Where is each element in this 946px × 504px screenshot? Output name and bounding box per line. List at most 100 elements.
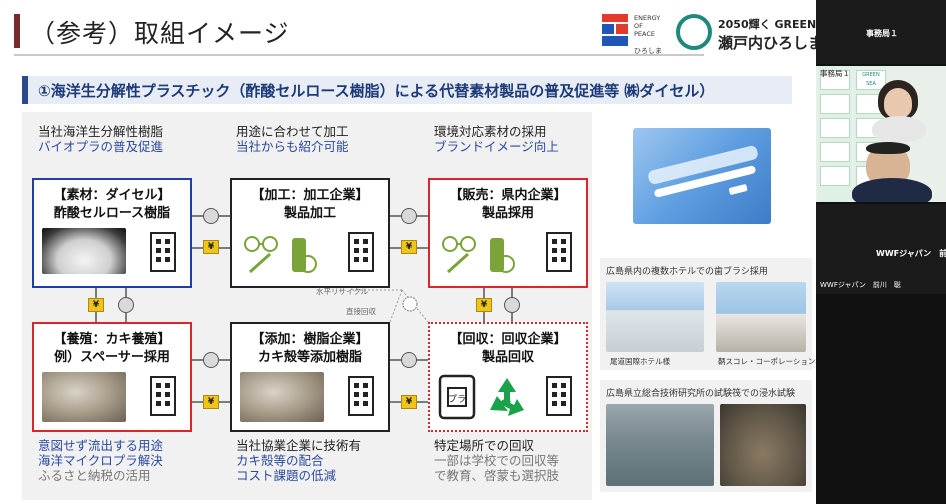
immersion-sample-photo bbox=[720, 404, 806, 486]
caption-line: 一部は学校での回収等 bbox=[434, 453, 560, 468]
banner-cell bbox=[820, 94, 850, 114]
participant-tile-1[interactable]: 事務局１ bbox=[816, 0, 946, 64]
hiroshima-energy-of-peace-logo: ENERGY OF PEACE ひろしま bbox=[600, 12, 680, 55]
box-sub: 製品回収 bbox=[481, 350, 534, 365]
building-icon bbox=[150, 376, 176, 416]
product-flow-node bbox=[203, 208, 219, 224]
toothbrush-product-photo bbox=[633, 128, 771, 224]
caption-top-right: 環境対応素材の採用 ブランドイメージ向上 bbox=[434, 124, 559, 154]
test-raft-photo bbox=[606, 404, 714, 486]
banner-cell bbox=[820, 166, 850, 186]
caption-line: 当社海洋生分解性樹脂 bbox=[38, 124, 164, 139]
yen-payment-icon: ¥ bbox=[203, 395, 219, 409]
pla-recycle-mark-icon: プラ bbox=[438, 374, 476, 420]
caption-line: 用途に合わせて加工 bbox=[236, 124, 349, 139]
box-sub: 酢酸セルロース樹脂 bbox=[53, 206, 171, 221]
box-sales: 【販売：県内企業】 製品採用 bbox=[428, 178, 588, 288]
toothbrush-illustration bbox=[648, 145, 758, 198]
green-sea-banner-left bbox=[818, 66, 852, 202]
participant-person-2-body bbox=[852, 178, 932, 202]
participant-tile-3[interactable]: WWFジャパン 前... WWFジャパン 前川 聡 bbox=[816, 204, 946, 294]
caption-line: コスト課題の低減 bbox=[236, 468, 337, 483]
participant-name: WWFジャパン 前... bbox=[876, 249, 946, 258]
product-flow-node bbox=[401, 352, 417, 368]
pla-label: プラ bbox=[448, 394, 466, 405]
caption-line: 特定場所での回収 bbox=[434, 438, 535, 453]
hiroshima-kana: ひろしま bbox=[634, 47, 662, 55]
box-head: 【加工：加工企業】 bbox=[251, 188, 369, 203]
green-sea-line2: 瀬戸内ひろしま bbox=[718, 34, 816, 52]
participant-tile-2-video[interactable]: GREEN SEA 事務局１ bbox=[816, 66, 946, 202]
presentation-slide: （参考）取組イメージ ENERGY OF PEACE ひろしま 2050輝く G… bbox=[0, 0, 816, 504]
oyster-photo bbox=[42, 372, 126, 422]
caption-bottom-mid: 当社協業企業に技術有 カキ殻等の配合 コスト課題の低減 bbox=[236, 438, 361, 483]
caption-line: ふるさと納税の活用 bbox=[38, 468, 151, 483]
flow-connectors bbox=[95, 215, 513, 403]
box-additive: 【添加：樹脂企業】 カキ殻等添加樹脂 bbox=[230, 322, 390, 432]
building-icon bbox=[546, 232, 572, 272]
box-sub: 製品加工 bbox=[283, 206, 336, 221]
horizontal-recycle-note: 水平リサイクル bbox=[316, 287, 369, 296]
box-material: 【素材：ダイセル】 酢酸セルロース樹脂 bbox=[32, 178, 192, 288]
box-sub: カキ殻等添加樹脂 bbox=[257, 350, 362, 365]
caption-line: ブランドイメージ向上 bbox=[434, 139, 559, 154]
building-icon bbox=[546, 376, 572, 416]
green-sea-emblem-icon bbox=[676, 14, 712, 50]
caption-line: 当社からも紹介可能 bbox=[236, 139, 349, 154]
title-accent-bar bbox=[14, 14, 20, 48]
subtitle-text: ①海洋生分解性プラスチック（酢酸セルロース樹脂）による代替素材製品の普及促進等 … bbox=[38, 82, 715, 100]
flow-diagram-panel: 当社海洋生分解性樹脂 バイオプラの普及促進 用途に合わせて加工 当社からも紹介可… bbox=[22, 112, 592, 500]
recycle-icon bbox=[490, 378, 524, 416]
resin-powder-photo bbox=[42, 228, 126, 274]
hiroshima-logo-mark-icon bbox=[600, 12, 630, 48]
yen-payment-icon: ¥ bbox=[401, 395, 417, 409]
glasses-razor-shampoo-icons bbox=[442, 236, 515, 274]
participant-person-2-hair bbox=[866, 142, 910, 154]
logo-word-1: ENERGY bbox=[634, 14, 661, 22]
glasses-razor-shampoo-icons bbox=[244, 236, 317, 274]
caption-line: で教育、啓蒙も選択肢 bbox=[434, 468, 560, 483]
box-head: 【養殖：カキ養殖】 bbox=[53, 332, 171, 347]
caption-line: 意図せず流出する用途 bbox=[38, 438, 164, 453]
tomo-hotel-photo bbox=[716, 282, 806, 352]
oyster-shell-photo bbox=[240, 372, 324, 422]
direct-collection-note: 直接回収 bbox=[346, 307, 376, 316]
logo-word-2: OF bbox=[634, 22, 643, 30]
box-head: 【回収：回収企業】 bbox=[449, 332, 567, 347]
product-flow-node bbox=[203, 352, 219, 368]
product-flow-node bbox=[118, 297, 134, 313]
subtitle-bar: ①海洋生分解性プラスチック（酢酸セルロース樹脂）による代替素材製品の普及促進等 … bbox=[22, 76, 792, 104]
video-participants-panel: 事務局１ GREEN SEA 事務局１ bbox=[816, 0, 946, 504]
participant-label: WWFジャパン 前川 聡 bbox=[820, 281, 901, 289]
banner-text: GREEN SEA bbox=[856, 70, 886, 90]
box-processing: 【加工：加工企業】 製品加工 bbox=[230, 178, 390, 288]
yen-payment-icon: ¥ bbox=[88, 298, 104, 312]
building-icon bbox=[348, 376, 374, 416]
box-head: 【添加：樹脂企業】 bbox=[251, 332, 369, 347]
box-head: 【素材：ダイセル】 bbox=[53, 188, 171, 203]
box-head: 【販売：県内企業】 bbox=[449, 188, 567, 203]
yen-payment-icon: ¥ bbox=[203, 240, 219, 254]
banner-cell bbox=[820, 70, 850, 90]
hotel-adoption-panel: 広島県内の複数ホテルでの歯ブラシ採用 尾道国際ホテル様 鞆スコレ・コーポレーショ… bbox=[600, 258, 816, 370]
caption-line: 海洋マイクロプラ解決 bbox=[38, 453, 163, 468]
green-sea-setouchi-logo: 2050輝く GREEN 瀬戸内ひろしま bbox=[676, 12, 816, 54]
banner-cell bbox=[820, 118, 850, 138]
yen-payment-icon: ¥ bbox=[401, 240, 417, 254]
title-divider bbox=[14, 54, 704, 56]
banner-cell bbox=[820, 142, 850, 162]
caption-line: 当社協業企業に技術有 bbox=[236, 438, 362, 453]
research-panel-title: 広島県立総合技術研究所の試験筏での浸水試験 bbox=[606, 389, 796, 399]
product-flow-node bbox=[504, 297, 520, 313]
participant-name: 事務局１ bbox=[866, 29, 898, 38]
energy-of-peace-text: ENERGY OF PEACE bbox=[634, 14, 660, 38]
onomichi-hotel-photo bbox=[606, 282, 704, 352]
hotel2-caption: 鞆スコレ・コーポレーション様 bbox=[718, 357, 816, 366]
immersion-test-panel: 広島県立総合技術研究所の試験筏での浸水試験 bbox=[600, 380, 812, 492]
participant-person-1-face bbox=[884, 88, 912, 118]
caption-line: 環境対応素材の採用 bbox=[434, 124, 547, 139]
box-collection: 【回収：回収企業】 製品回収 プラ bbox=[428, 322, 588, 432]
green-sea-line1: 2050輝く GREEN bbox=[718, 18, 816, 31]
box-sub: 製品採用 bbox=[481, 206, 534, 221]
